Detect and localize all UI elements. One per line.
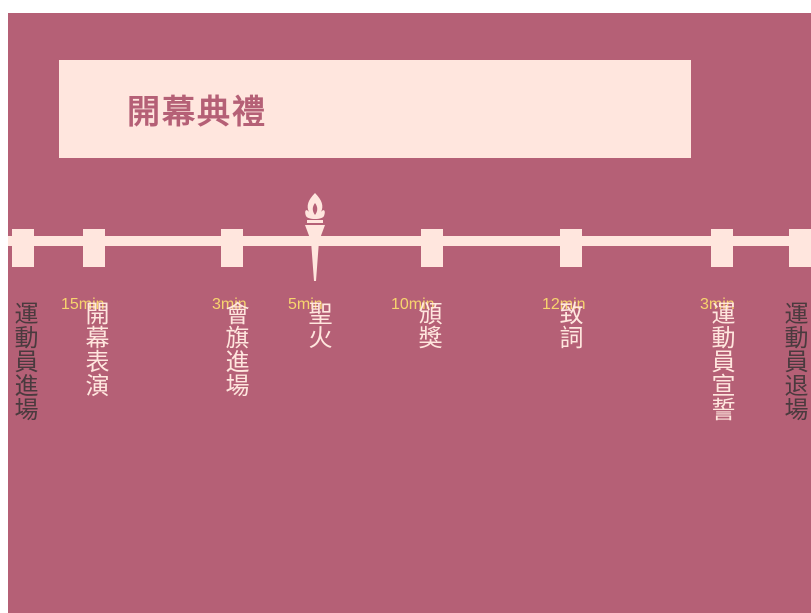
timeline-track [8,236,811,246]
timeline-marker [421,229,443,267]
duration-label: 5min [288,296,323,313]
duration-label: 3min [700,296,735,313]
title-banner: 開幕典禮 [59,60,691,158]
duration-label: 12min [542,296,586,313]
timeline-marker [789,229,811,267]
event-label: 頒獎 [414,301,442,349]
event-label: 聖火 [304,301,332,349]
timeline-marker [83,229,105,267]
timeline-marker [221,229,243,267]
event-label: 開幕表演 [81,301,109,397]
slide: 開幕典禮 15min 3min 5min 10min 12min 3min 運動… [8,13,811,613]
timeline-marker [560,229,582,267]
event-label: 運動員進場 [10,301,38,421]
page-title: 開幕典禮 [127,92,267,131]
event-label: 運動員宣誓 [707,301,735,421]
duration-label: 3min [212,296,247,313]
event-label: 會旗進場 [221,301,249,397]
duration-label: 15min [61,296,105,313]
event-label: 致詞 [555,301,583,349]
torch-icon [305,193,325,281]
event-label: 運動員退場 [780,301,808,421]
timeline-marker [711,229,733,267]
timeline-marker [12,229,34,267]
duration-label: 10min [391,296,435,313]
